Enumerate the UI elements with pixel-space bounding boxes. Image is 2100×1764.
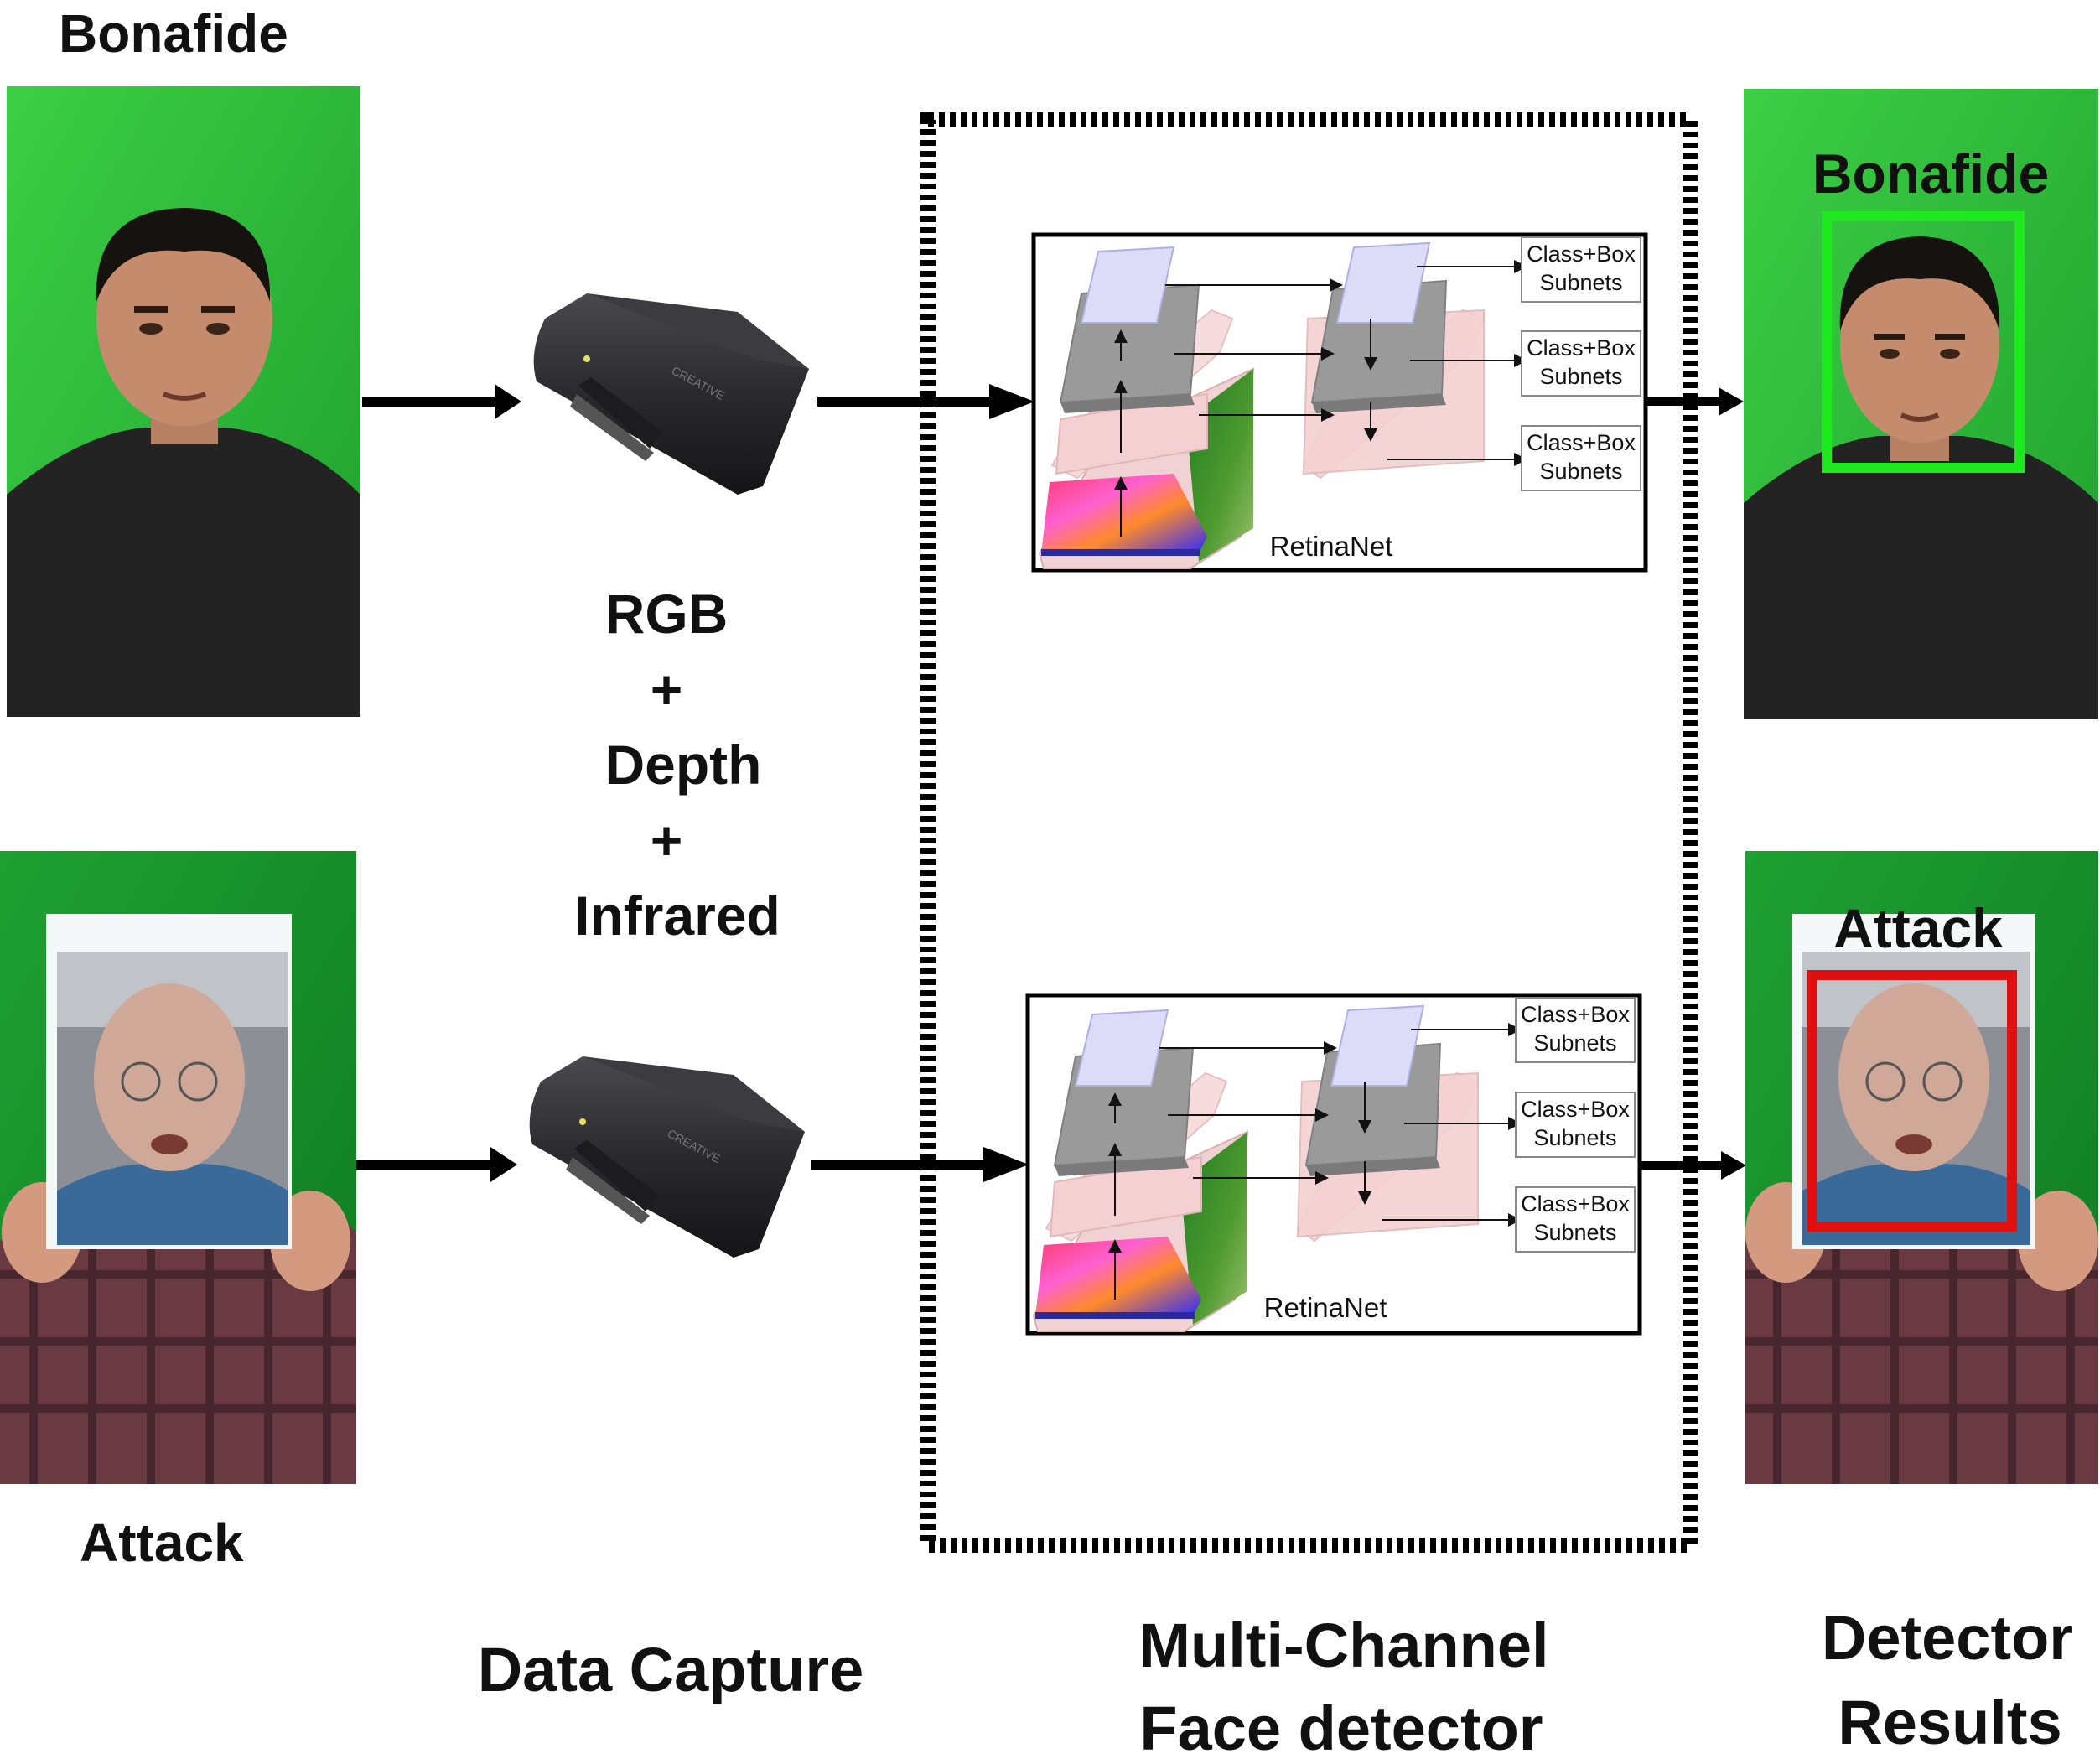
arrow-attack-to-camera bbox=[356, 1147, 517, 1182]
subnet-label-line2: Subnets bbox=[1539, 364, 1622, 389]
retinanet-bottom: Class+Box Subnets Class+Box Subnets Clas… bbox=[1025, 993, 1642, 1336]
retinanet-label: RetinaNet bbox=[1270, 531, 1393, 562]
data-capture-caption: Data Capture bbox=[478, 1635, 864, 1704]
subnet-label-line2: Subnets bbox=[1539, 459, 1622, 484]
subnet-label-line2: Subnets bbox=[1533, 1220, 1616, 1245]
detector-caption-line2: Face detector bbox=[1139, 1694, 1543, 1763]
arrow-network-to-result-top bbox=[1646, 387, 1744, 416]
modality-infrared: Infrared bbox=[574, 885, 780, 947]
modality-plus-2: + bbox=[651, 809, 683, 871]
bonafide-input-photo bbox=[7, 86, 360, 717]
depth-camera-top: CREATIVE bbox=[533, 293, 809, 495]
modality-plus-1: + bbox=[651, 658, 683, 720]
subnet-label-line2: Subnets bbox=[1533, 1125, 1616, 1150]
subnet-label-line1: Class+Box bbox=[1527, 241, 1636, 267]
results-caption-line1: Detector bbox=[1822, 1603, 2073, 1673]
subnet-label-line1: Class+Box bbox=[1527, 430, 1636, 455]
subnet-label-line1: Class+Box bbox=[1521, 1191, 1630, 1217]
bonafide-result-photo bbox=[1744, 89, 2098, 719]
subnet-label-line1: Class+Box bbox=[1527, 335, 1636, 361]
attack-input-photo bbox=[0, 851, 356, 1484]
bonafide-detection-box bbox=[1822, 211, 2025, 473]
arrow-camera-to-network-bottom bbox=[811, 1147, 1029, 1182]
modalities-label: RGB + Depth + Infrared bbox=[574, 583, 780, 947]
subnet-label-line1: Class+Box bbox=[1521, 1097, 1630, 1122]
attack-detection-box bbox=[1807, 970, 2017, 1232]
modality-depth: Depth bbox=[605, 734, 762, 796]
detector-boundary bbox=[920, 112, 1698, 1553]
attack-input-label: Attack bbox=[80, 1512, 244, 1573]
arrow-bonafide-to-camera bbox=[362, 384, 521, 419]
modality-rgb: RGB bbox=[605, 583, 729, 645]
retinanet-top: Class+Box Subnets Class+Box Subnets Clas… bbox=[1031, 232, 1648, 573]
results-caption-line2: Results bbox=[1838, 1688, 2061, 1757]
subnet-label-line2: Subnets bbox=[1533, 1030, 1616, 1056]
bonafide-input-label: Bonafide bbox=[59, 3, 288, 64]
arrow-network-to-result-bottom bbox=[1640, 1151, 1746, 1180]
subnet-label-line2: Subnets bbox=[1539, 270, 1622, 295]
attack-result-label: Attack bbox=[1833, 897, 2003, 959]
bonafide-result-label: Bonafide bbox=[1812, 143, 2049, 205]
retinanet-label: RetinaNet bbox=[1264, 1292, 1387, 1323]
depth-camera-bottom: CREATIVE bbox=[529, 1056, 805, 1258]
attack-result-photo bbox=[1745, 851, 2098, 1484]
arrow-camera-to-network-top bbox=[817, 384, 1034, 419]
detector-caption-line1: Multi-Channel bbox=[1138, 1611, 1548, 1680]
subnet-label-line1: Class+Box bbox=[1521, 1002, 1630, 1027]
